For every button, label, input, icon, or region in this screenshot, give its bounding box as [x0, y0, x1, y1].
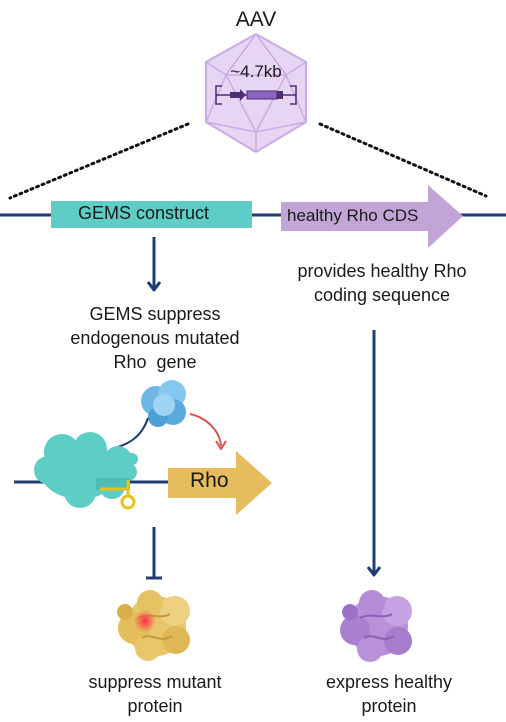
healthy-rho-cds-label: healthy Rho CDS [287, 206, 419, 225]
gems-construct-box [51, 201, 252, 228]
right-description-line-1: provides healthy Rho [297, 261, 467, 281]
right-outcome: express healthy protein [274, 670, 504, 718]
gems-construct-label: GEMS construct [78, 203, 210, 223]
healthy-protein-icon [340, 590, 412, 662]
rho-gene-arrow [168, 451, 272, 515]
right-outcome-line-2: protein [361, 696, 417, 716]
right-outcome-line-1: express healthy [325, 672, 453, 692]
left-outcome: suppress mutant protein [40, 670, 270, 718]
aav-payload-size: ~4.7kb [230, 62, 282, 81]
mutant-protein-icon [117, 590, 190, 661]
rho-gene-label: Rho [190, 469, 229, 492]
gems-complex-icon [34, 432, 138, 508]
blue-rna-blob-icon [141, 380, 186, 427]
healthy-rho-cds-arrow [281, 185, 463, 248]
blob-tether-line [113, 417, 149, 449]
mutation-spot-icon [134, 610, 156, 632]
left-outcome-line-1: suppress mutant [88, 672, 222, 692]
guide-key-icon [100, 480, 136, 510]
left-description-line-3: Rho gene [113, 352, 197, 372]
left-outcome-line-2: protein [127, 696, 183, 716]
dotted-connector-right [318, 122, 488, 198]
left-description-line-1: GEMS suppress [89, 304, 221, 324]
left-description: GEMS suppress endogenous mutated Rho gen… [30, 302, 280, 374]
red-curved-arrow [189, 413, 222, 447]
dotted-connector-left [8, 122, 190, 200]
right-description-line-2: coding sequence [313, 285, 451, 305]
vector-genome-icon [215, 85, 297, 105]
left-description-line-2: endogenous mutated [70, 328, 240, 348]
aav-title: AAV [235, 8, 277, 31]
right-description: provides healthy Rho coding sequence [262, 259, 502, 307]
